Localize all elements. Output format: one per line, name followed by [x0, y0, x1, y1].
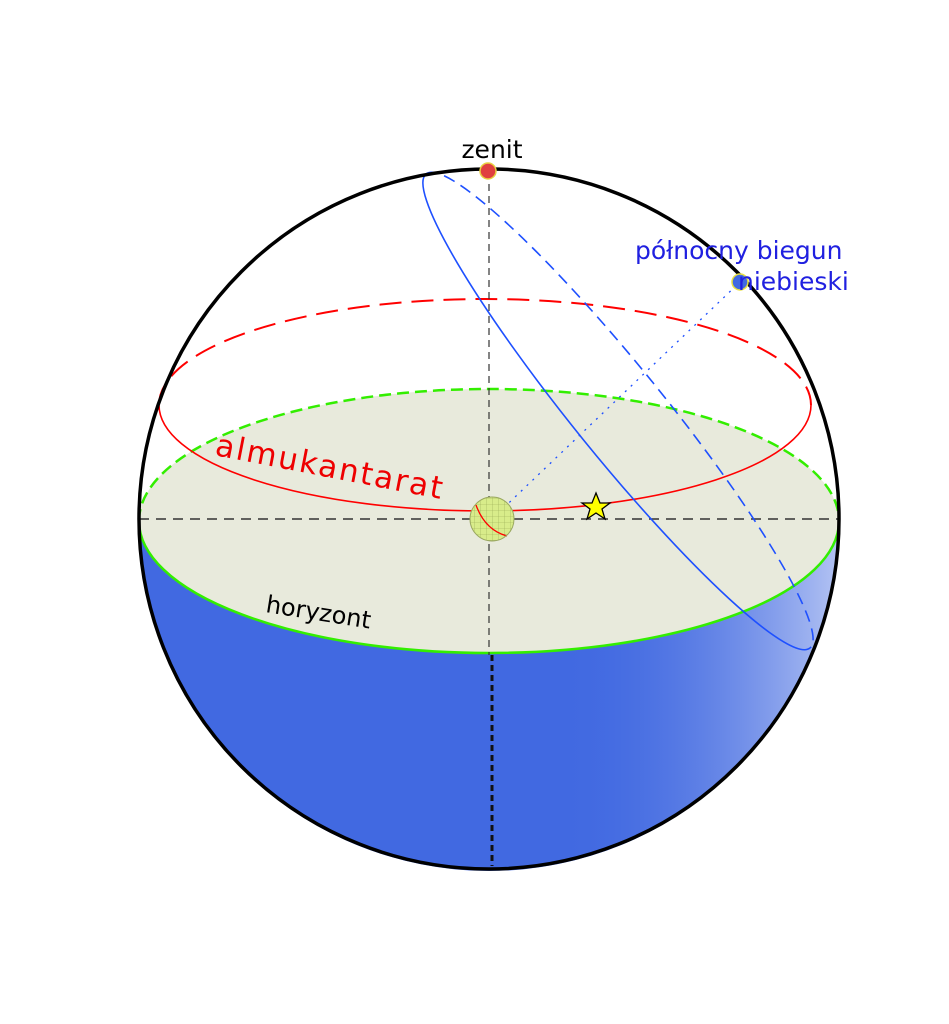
pole-axis	[491, 281, 741, 520]
pole-label-line1: północny biegun	[635, 236, 843, 265]
zenith-label: zenit	[461, 135, 522, 164]
great-circle-front	[422, 173, 811, 651]
hemisphere-highlight	[139, 521, 839, 871]
great-circle-back	[425, 171, 814, 649]
star-icon	[580, 491, 612, 521]
zenith-point	[479, 162, 497, 180]
pole-label-line2: niebieski	[738, 267, 849, 296]
almucantar-back	[158, 298, 812, 406]
celestial-pole-point	[731, 273, 749, 291]
earth-icon	[469, 496, 515, 542]
